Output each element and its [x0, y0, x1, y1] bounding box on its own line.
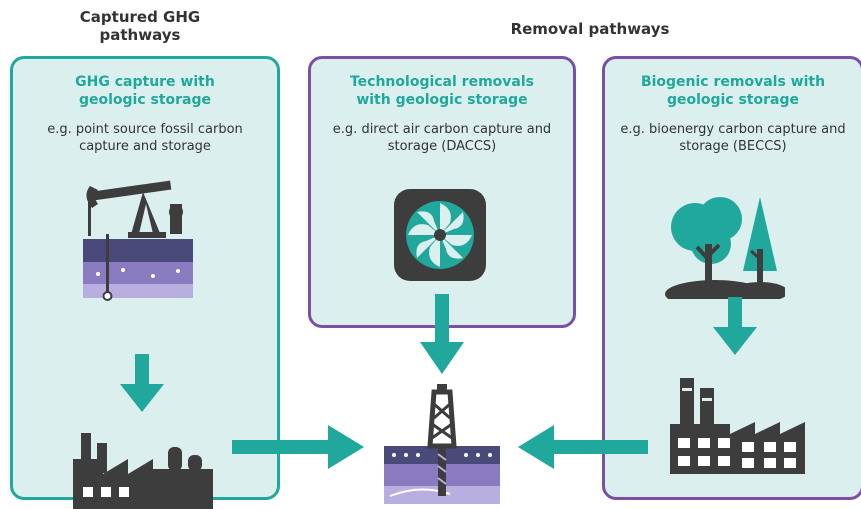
industrial-factory-icon: [73, 433, 213, 509]
down-arrow-icon: [120, 354, 164, 412]
panel-example: e.g. bioenergy carbon capture and storag…: [620, 122, 846, 154]
panel-example: e.g. point source fossil carbon capture …: [47, 122, 243, 154]
panel-title: Technological removals with geologic sto…: [349, 74, 534, 108]
technological-removals-panel: Technological removals with geologic sto…: [308, 56, 576, 328]
panel-title: GHG capture with geologic storage: [75, 74, 215, 108]
down-arrow-icon: [420, 294, 464, 374]
trees-icon: [665, 197, 785, 299]
oil-pumpjack-icon: [83, 180, 193, 301]
direct-air-capture-fan-icon: [394, 189, 486, 281]
down-arrow-icon: [713, 297, 757, 355]
panel-title: Biogenic removals with geologic storage: [640, 74, 826, 108]
panel-example: e.g. direct air carbon capture and stora…: [332, 122, 552, 154]
left-arrow-icon: [518, 425, 648, 469]
right-arrow-icon: [232, 425, 364, 469]
bioenergy-factory-icon: [670, 378, 805, 474]
removal-pathways-heading: Removal pathways: [510, 20, 670, 38]
geologic-storage-drill-icon: [384, 384, 500, 504]
captured-pathways-heading: Captured GHG pathways: [79, 8, 201, 44]
biogenic-removals-panel: Biogenic removals with geologic storage …: [602, 56, 861, 500]
ghg-capture-panel: GHG capture with geologic storage e.g. p…: [10, 56, 280, 509]
